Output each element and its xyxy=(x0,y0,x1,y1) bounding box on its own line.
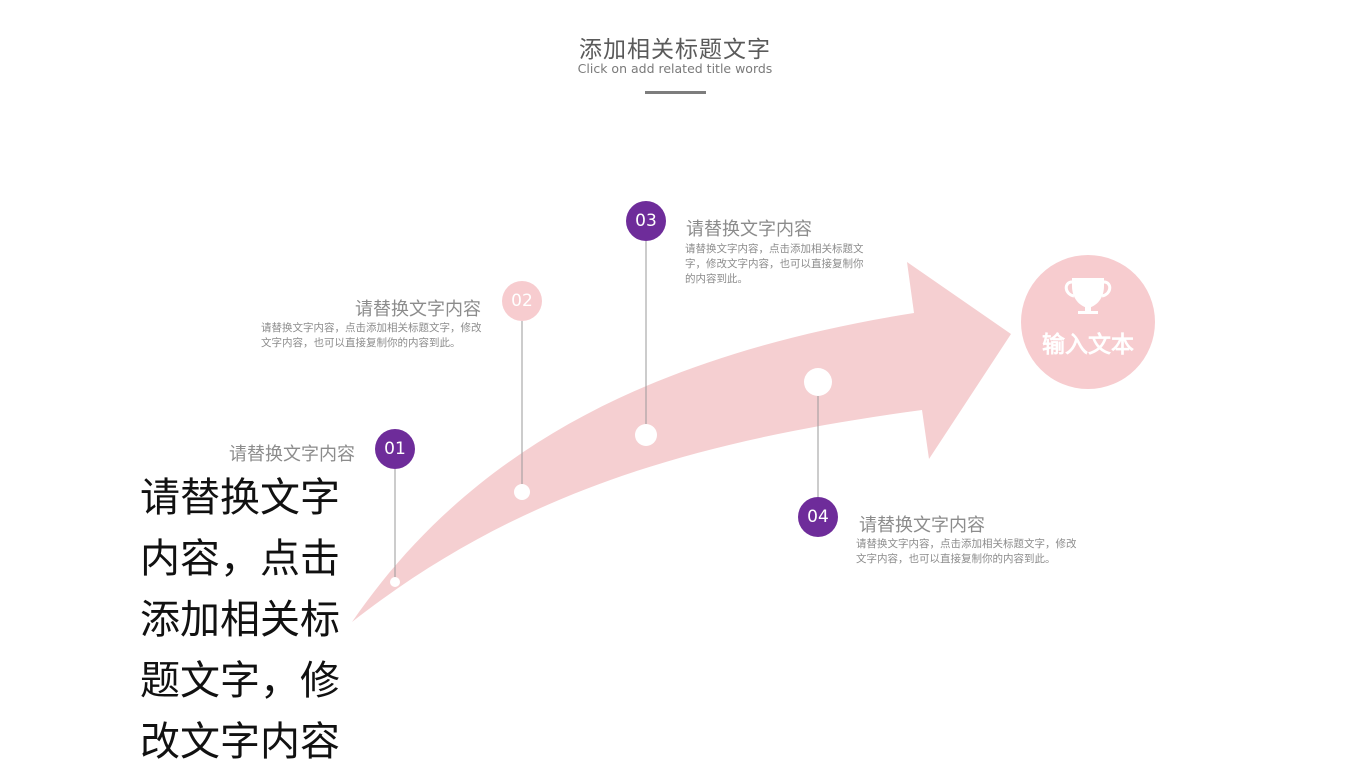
target-circle xyxy=(1021,255,1155,389)
title-underline xyxy=(645,91,706,94)
step-desc-03: 请替换文字内容，点击添加相关标题文字，修改文字内容，也可以直接复制你的内容到此。 xyxy=(685,243,864,285)
page-title: 添加相关标题文字 xyxy=(579,37,771,63)
step-badge-04: 04 xyxy=(798,497,838,537)
arrow-dot-03 xyxy=(635,424,657,446)
target-label: 输入文本 xyxy=(1042,332,1134,358)
step-desc-02: 请替换文字内容，点击添加相关标题文字，修改文字内容，也可以直接复制你的内容到此。 xyxy=(261,322,482,349)
growth-arrow xyxy=(352,262,1011,622)
step-badge-03: 03 xyxy=(626,201,666,241)
step-badge-01: 01 xyxy=(375,429,415,469)
arrow-dot-04 xyxy=(804,368,832,396)
trophy-icon xyxy=(1064,278,1112,314)
body-text: 请替换文字内容，点击添加相关标题文字，修改文字内容 xyxy=(140,475,340,759)
page-subtitle: Click on add related title words xyxy=(577,61,773,76)
step-badge-02: 02 xyxy=(502,281,542,321)
arrow-dot-01 xyxy=(390,577,400,587)
step-title-02: 请替换文字内容 xyxy=(355,299,481,320)
arrow-dot-02 xyxy=(514,484,530,500)
step-title-04: 请替换文字内容 xyxy=(859,515,985,536)
step-desc-04: 请替换文字内容，点击添加相关标题文字，修改文字内容，也可以直接复制你的内容到此。 xyxy=(856,538,1077,565)
step-title-01: 请替换文字内容 xyxy=(229,444,355,465)
step-title-03: 请替换文字内容 xyxy=(686,219,812,240)
